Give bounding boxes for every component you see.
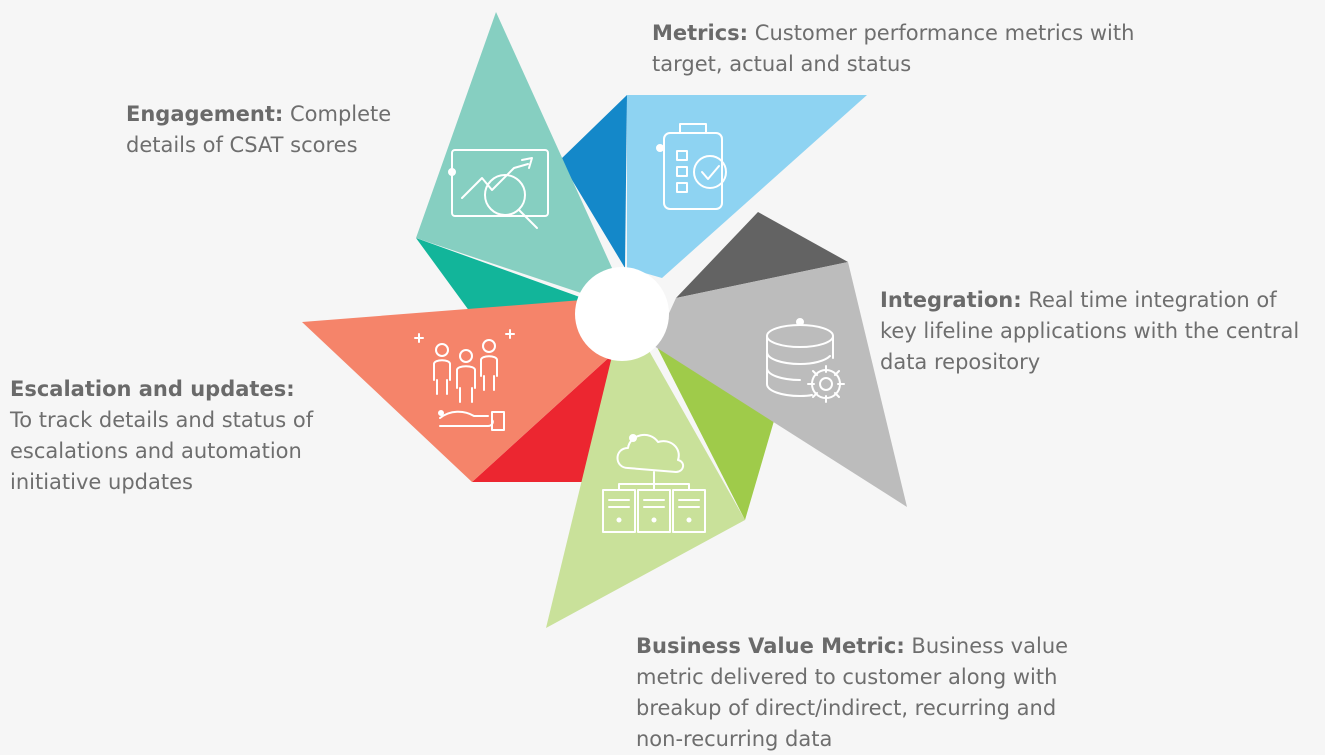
integration-label: Integration: Real time integration of ke… — [880, 285, 1320, 378]
database-gear-icon — [766, 318, 845, 403]
cloud-servers-icon — [602, 433, 706, 533]
escalation-label: Escalation and updates: To track details… — [10, 374, 390, 498]
integration-description: Real time integration of key lifeline ap… — [880, 288, 1300, 374]
metrics-title: Metrics: — [652, 21, 749, 45]
analytics-magnifier-icon — [448, 149, 549, 229]
integration-accent-blade — [676, 212, 848, 298]
metrics-accent-blade — [560, 95, 627, 268]
engagement-title: Engagement: — [126, 102, 284, 126]
business-value-label: Business Value Metric: Business value me… — [636, 631, 1086, 755]
integration-blade — [654, 262, 907, 507]
integration-title: Integration: — [880, 288, 1022, 312]
escalation-description: To track details and status of escalatio… — [10, 408, 314, 494]
engagement-label: Engagement: Complete details of CSAT sco… — [126, 99, 426, 161]
business-value-title: Business Value Metric: — [636, 634, 905, 658]
escalation-title: Escalation and updates: — [10, 377, 295, 401]
team-hand-icon — [414, 329, 515, 431]
metrics-blade — [627, 95, 867, 278]
business-value-blade — [546, 349, 745, 628]
escalation-blade — [302, 300, 615, 482]
engagement-description: Complete details of CSAT scores — [126, 102, 392, 157]
clipboard-check-icon — [656, 123, 727, 210]
engagement-blade — [416, 12, 612, 296]
metrics-description: Customer performance metrics with target… — [652, 21, 1135, 76]
engagement-accent-blade — [416, 238, 588, 312]
center-hub — [575, 267, 669, 361]
business-value-accent-blade — [656, 345, 776, 520]
metrics-label: Metrics: Customer performance metrics wi… — [652, 18, 1172, 80]
